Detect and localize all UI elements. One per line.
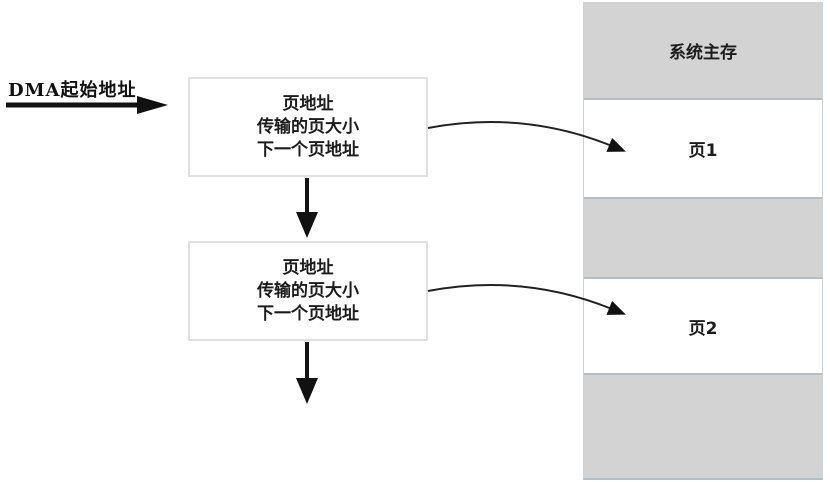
descriptor-2-transfer-size: 传输的页大小 bbox=[257, 280, 359, 301]
descriptor-2-next-page-address: 下一个页地址 bbox=[257, 303, 359, 324]
descriptor-1-page-address: 页地址 bbox=[282, 93, 334, 114]
memory-gap-2 bbox=[584, 375, 822, 478]
descriptor-box-1: 页地址 传输的页大小 下一个页地址 bbox=[188, 77, 428, 177]
dma-start-address-label: DMA起始地址 bbox=[8, 80, 137, 101]
system-memory-column: 系统主存 页1 页2 bbox=[583, 2, 823, 480]
descriptor-2-page-address: 页地址 bbox=[282, 257, 334, 278]
memory-gap-1 bbox=[584, 199, 822, 277]
descriptor1-to-descriptor2-arrow-icon bbox=[296, 178, 318, 238]
descriptor-1-next-page-address: 下一个页地址 bbox=[257, 139, 359, 160]
memory-page-1: 页1 bbox=[584, 98, 822, 199]
memory-page-2: 页2 bbox=[584, 277, 822, 375]
descriptor-1-transfer-size: 传输的页大小 bbox=[257, 116, 359, 137]
descriptor-box-2: 页地址 传输的页大小 下一个页地址 bbox=[188, 241, 428, 341]
descriptor2-to-next-arrow-icon bbox=[296, 342, 318, 404]
system-memory-title: 系统主存 bbox=[584, 2, 822, 98]
